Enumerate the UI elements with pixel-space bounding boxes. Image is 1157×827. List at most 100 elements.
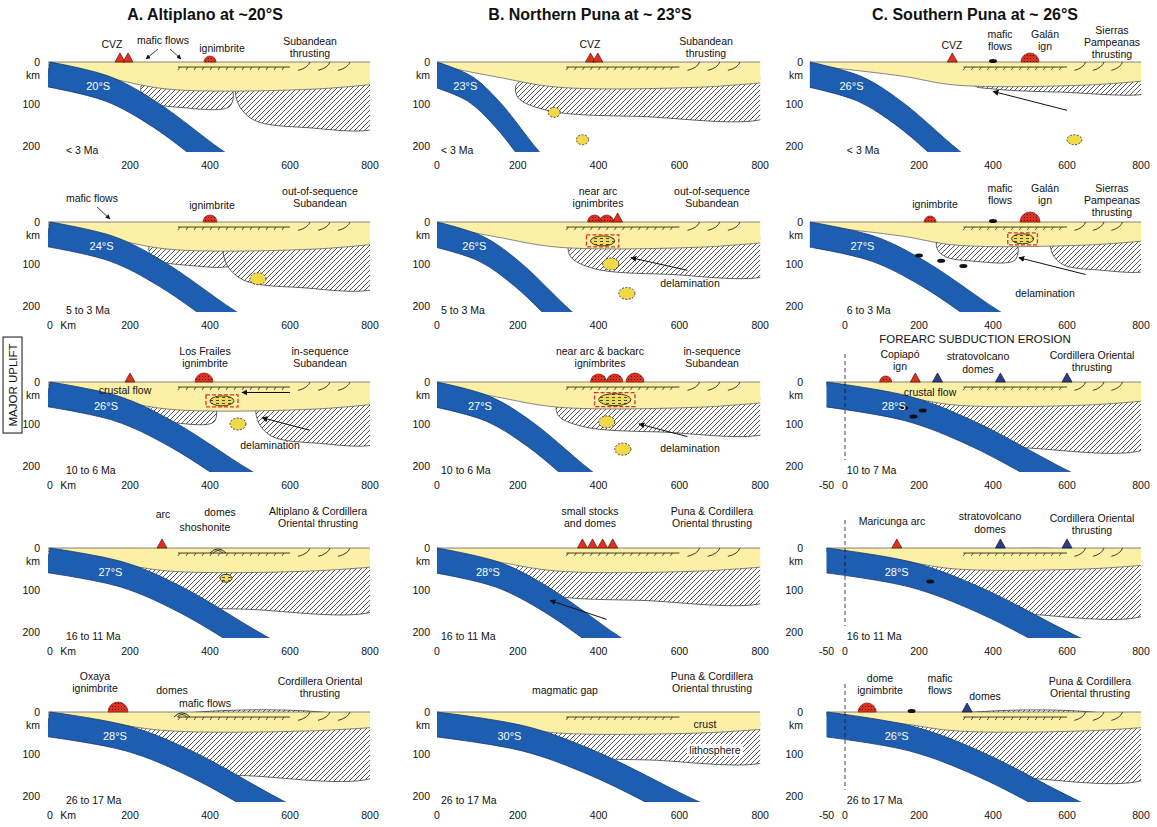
thrust-tick bbox=[1027, 227, 1029, 230]
distance-axis-label: -50 bbox=[819, 809, 834, 821]
thrust-tick bbox=[963, 67, 965, 70]
distance-axis-label: 0 bbox=[842, 479, 848, 491]
thrust-tick bbox=[654, 67, 656, 70]
thrust-tick bbox=[218, 67, 220, 70]
magma-lens bbox=[599, 394, 631, 406]
thrust-tick bbox=[210, 553, 212, 556]
distance-axis-label: 800 bbox=[1132, 159, 1150, 171]
depth-axis-label: 200 bbox=[412, 790, 430, 802]
geology bbox=[827, 548, 1142, 638]
geology bbox=[437, 548, 760, 638]
depth-axis-label: km bbox=[789, 229, 803, 241]
delaminated-block bbox=[250, 273, 266, 285]
features bbox=[915, 212, 1086, 275]
depth-axis-label: 200 bbox=[22, 790, 40, 802]
listric-fault bbox=[1093, 62, 1104, 70]
depth-axis-label: km bbox=[26, 229, 40, 241]
feature-label: mafic flows bbox=[179, 697, 231, 709]
thrust-tick bbox=[646, 227, 648, 230]
depth-axis-label: 200 bbox=[22, 626, 40, 638]
feature-label: Altiplano & Cordillera Oriental thrustin… bbox=[260, 505, 376, 529]
feature-label: Puna & Cordillera Oriental thrusting bbox=[1036, 675, 1144, 699]
thrust-tick bbox=[590, 387, 592, 390]
delaminated-block bbox=[1067, 135, 1082, 145]
thrust-tick bbox=[210, 227, 212, 230]
geology bbox=[48, 222, 370, 312]
delaminated-block bbox=[619, 287, 635, 299]
geology bbox=[48, 710, 370, 802]
thrust-tick bbox=[574, 553, 576, 556]
mafic-body bbox=[915, 254, 923, 258]
feature-label: ignimbrite bbox=[912, 198, 958, 210]
trench-reference bbox=[845, 520, 846, 626]
feature-label: domes bbox=[969, 690, 1001, 702]
ignimbrite-symbol bbox=[591, 374, 607, 382]
listric-fault bbox=[728, 382, 740, 390]
distance-axis-label: 200 bbox=[910, 479, 928, 491]
feature-label: Oxaya ignimbrite bbox=[68, 670, 123, 694]
feature-label: mafic flows bbox=[920, 672, 960, 696]
slab-latitude: 26°S bbox=[840, 80, 864, 92]
dome-arc bbox=[177, 715, 187, 718]
listric-fault bbox=[298, 548, 310, 556]
slab-latitude: 28°S bbox=[476, 566, 500, 578]
feature-label: domes bbox=[156, 684, 188, 696]
distance-axis-label: 400 bbox=[984, 479, 1002, 491]
thrust-tick bbox=[606, 553, 608, 556]
volcano-symbol bbox=[613, 213, 623, 222]
slab-latitude: 26°S bbox=[462, 240, 486, 252]
distance-axis-label: 800 bbox=[361, 159, 379, 171]
thrust-tick bbox=[178, 227, 180, 230]
thrust-tick bbox=[646, 717, 648, 720]
detachment bbox=[566, 717, 679, 718]
thrust-tick bbox=[638, 387, 640, 390]
thrust-tick bbox=[258, 553, 260, 556]
feature-label: Cordillera Oriental thrusting bbox=[1042, 349, 1142, 373]
features bbox=[947, 53, 1082, 145]
distance-axis-label: 400 bbox=[590, 319, 608, 331]
delaminated-block bbox=[548, 107, 560, 117]
thrust-tick bbox=[178, 387, 180, 390]
side-box: MAJOR UPLIFT bbox=[3, 336, 23, 433]
depth-axis-label: 200 bbox=[785, 300, 803, 312]
thrust-tick bbox=[979, 67, 981, 70]
geology bbox=[437, 62, 760, 152]
thrust-tick bbox=[186, 67, 188, 70]
thrust-tick bbox=[1003, 227, 1005, 230]
listric-fault bbox=[728, 222, 740, 230]
geology bbox=[48, 382, 370, 472]
age-label: 10 to 6 Ma bbox=[66, 464, 116, 476]
thrust-tick bbox=[566, 227, 568, 230]
subducting-slab bbox=[810, 62, 1003, 152]
mafic-body bbox=[909, 414, 917, 418]
geology bbox=[827, 382, 1142, 472]
volcano-symbol bbox=[608, 539, 618, 548]
distance-axis-label: 0 bbox=[842, 809, 848, 821]
distance-axis-label: Km bbox=[60, 645, 76, 657]
flow-arrow bbox=[242, 392, 290, 393]
thrust-tick bbox=[210, 717, 212, 720]
distance-axis-label: 800 bbox=[751, 159, 769, 171]
thrust-tick bbox=[606, 67, 608, 70]
thrust-tick bbox=[242, 67, 244, 70]
listric-fault bbox=[338, 548, 350, 556]
thrust-tick bbox=[963, 553, 965, 556]
slab-latitude: 26°S bbox=[885, 730, 909, 742]
volcano-symbol bbox=[598, 539, 608, 548]
mafic-body bbox=[959, 264, 967, 268]
thrust-tick bbox=[1051, 67, 1053, 70]
thrust-tick bbox=[971, 553, 973, 556]
distance-axis-label: 0 bbox=[842, 645, 848, 657]
thrust-tick bbox=[971, 67, 973, 70]
thrust-tick bbox=[574, 717, 576, 720]
feature-label: CVZ bbox=[102, 38, 123, 50]
feature-label: ignimbrite bbox=[189, 199, 235, 211]
thrust-tick bbox=[566, 717, 568, 720]
thrust-tick bbox=[1019, 67, 1021, 70]
thrust-tick bbox=[226, 387, 228, 390]
thrust-structures bbox=[178, 222, 350, 230]
listric-fault bbox=[318, 548, 330, 556]
distance-axis-label: Km bbox=[60, 809, 76, 821]
ignimbrite-symbol bbox=[1020, 212, 1040, 222]
